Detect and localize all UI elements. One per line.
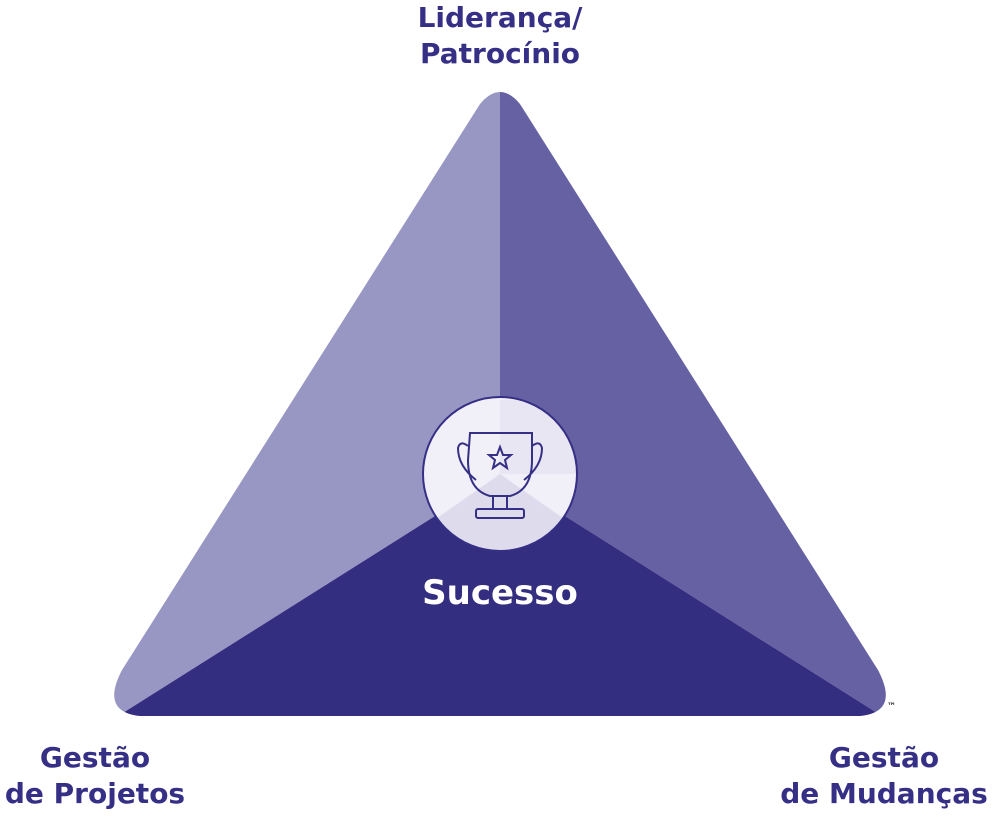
label-line: de Projetos	[4, 777, 186, 810]
vertex-label-leadership: Liderança/ Patrocínio	[350, 0, 650, 72]
vertex-label-change-management: Gestão de Mudanças	[770, 740, 998, 812]
trademark-symbol: ™	[887, 702, 896, 712]
label-line: de Mudanças	[780, 777, 988, 810]
center-label: Sucesso	[422, 573, 578, 613]
label-line: Patrocínio	[419, 37, 581, 70]
vertex-label-project-management: Gestão de Projetos	[0, 740, 190, 812]
trophy-icon	[456, 432, 544, 519]
label-line: Liderança/	[417, 1, 583, 34]
label-line: Gestão	[828, 741, 940, 774]
star-icon	[486, 444, 514, 471]
label-line: Gestão	[39, 741, 151, 774]
project-management-sector	[114, 475, 886, 716]
